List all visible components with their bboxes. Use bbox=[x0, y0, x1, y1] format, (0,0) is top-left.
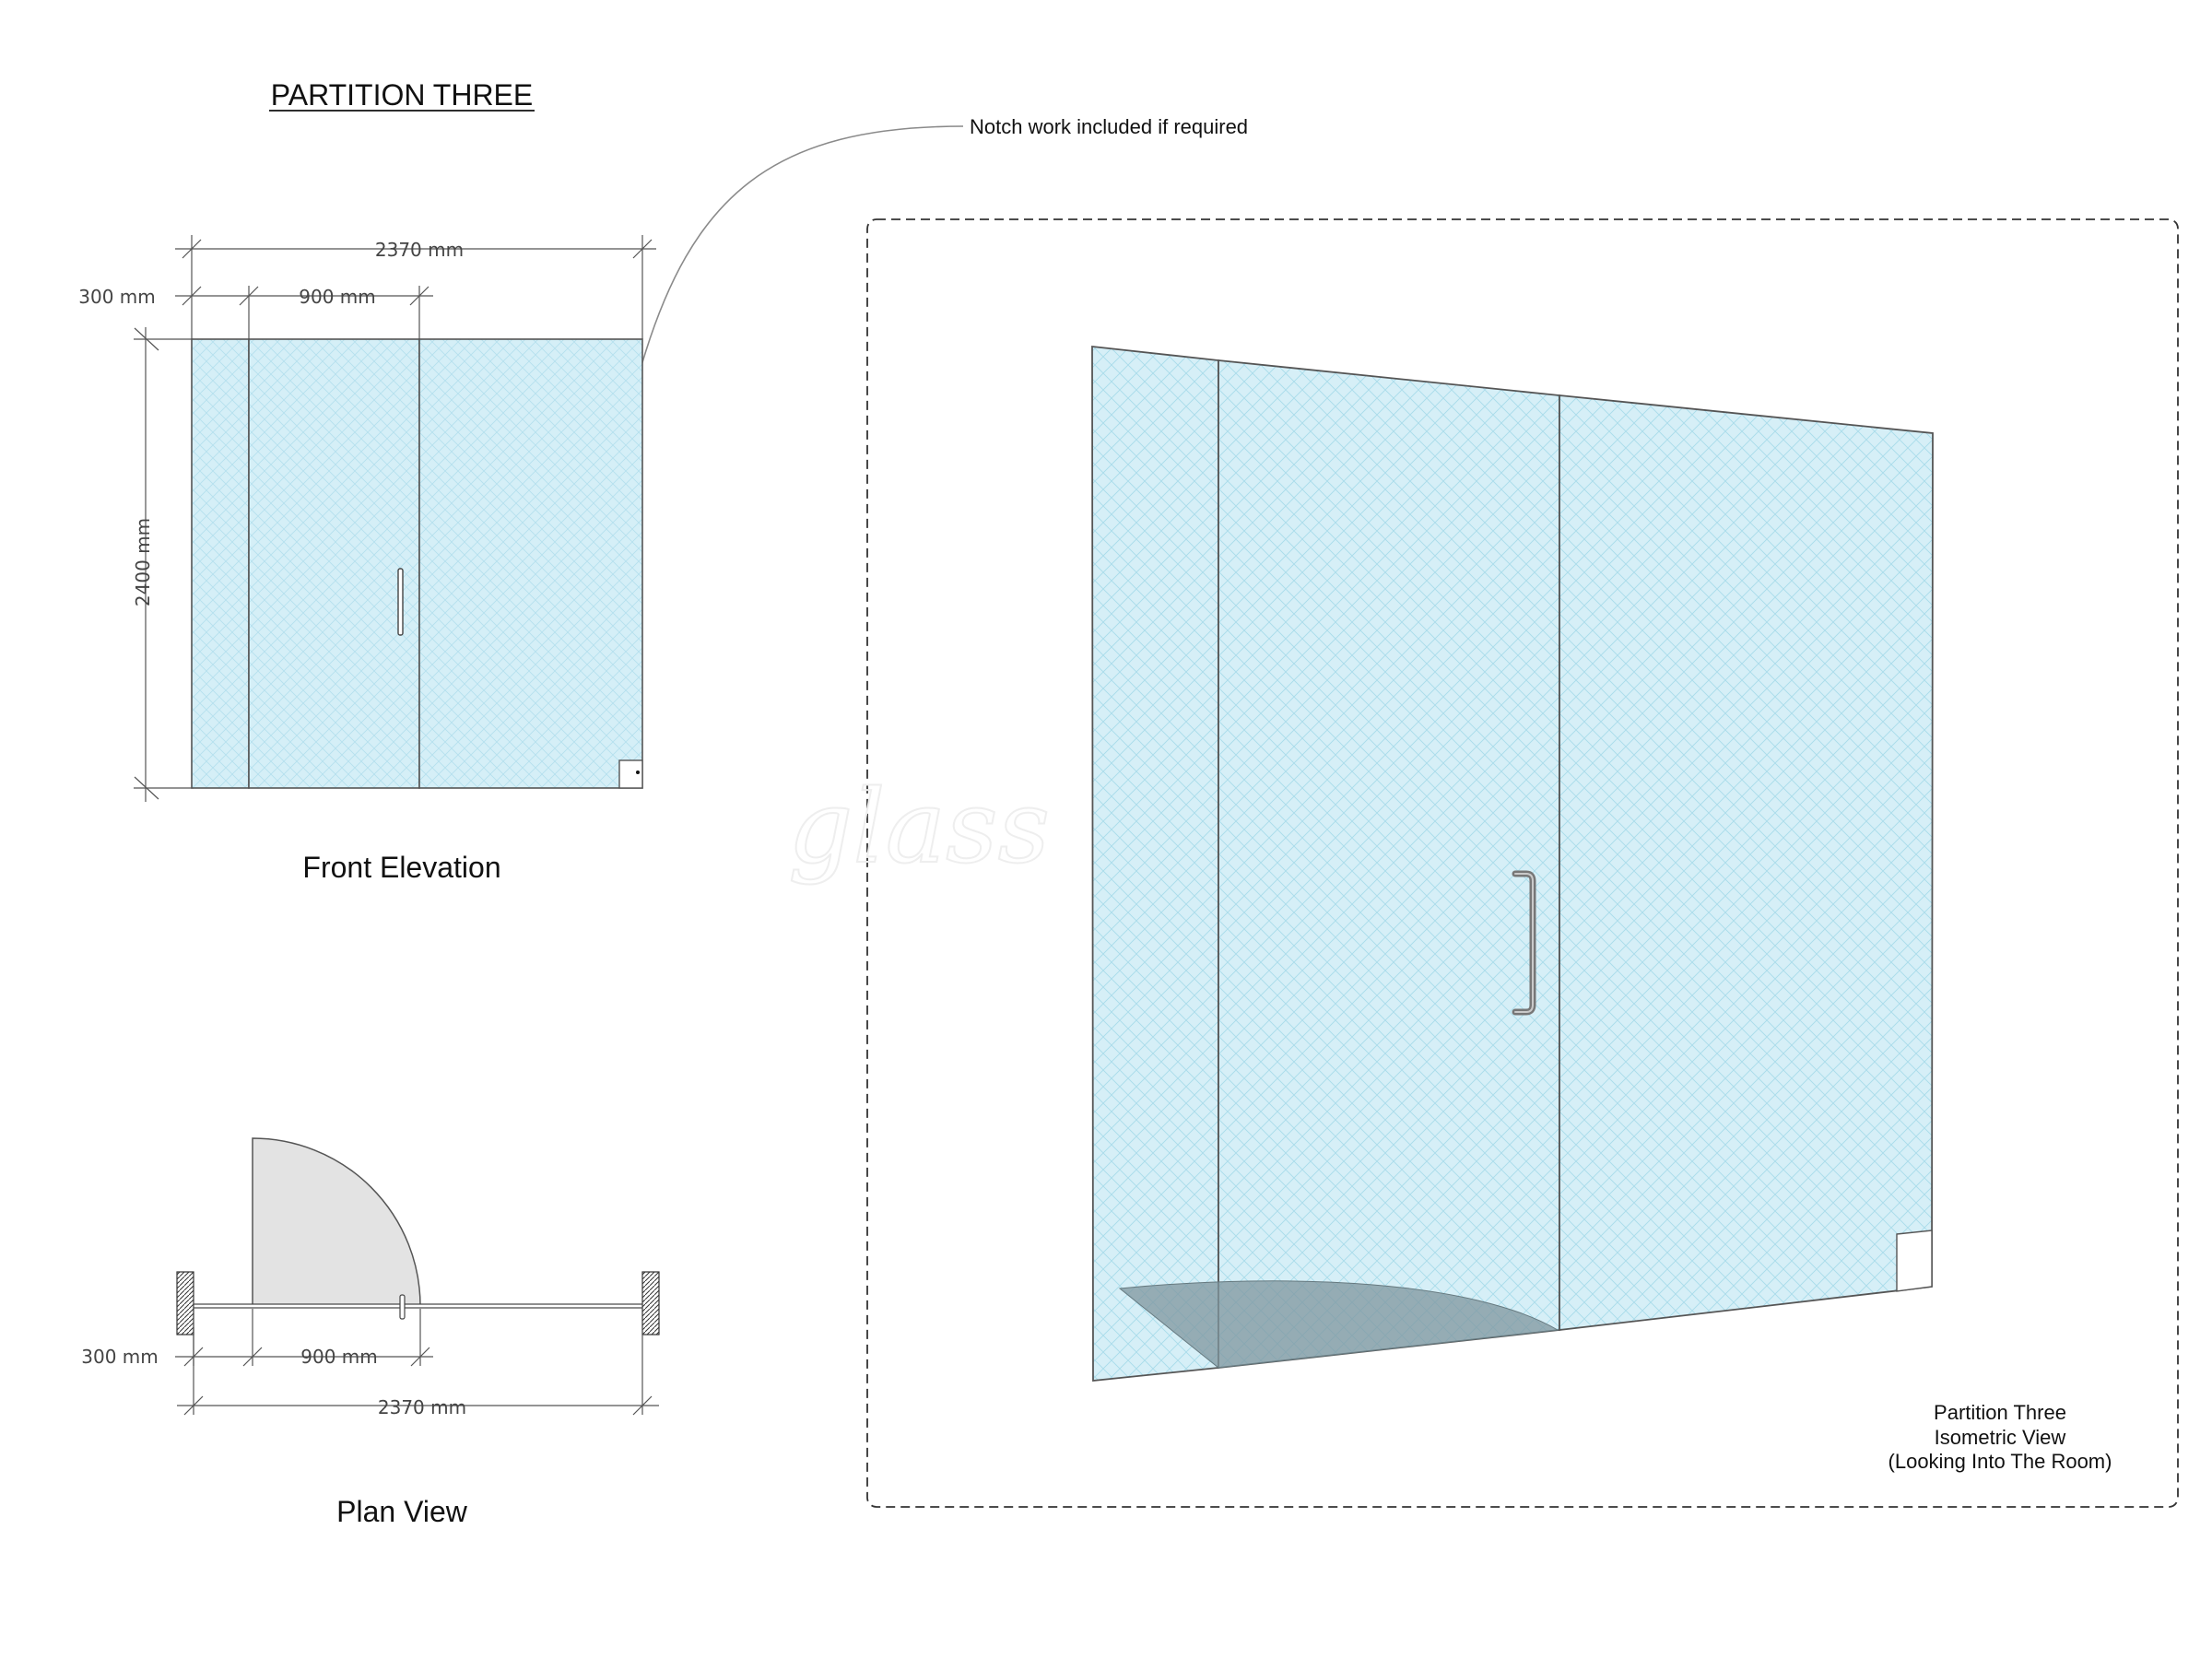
elevation-notch bbox=[618, 759, 643, 789]
iso-fixed-panel bbox=[1559, 394, 1934, 1332]
notch-note: Notch work included if required bbox=[970, 115, 1248, 138]
elevation-door-panel bbox=[248, 338, 420, 789]
elevation-door-handle bbox=[397, 568, 404, 636]
elevation-height-dim: 2400 mm bbox=[132, 518, 154, 606]
plan-side-panel-dim: 300 mm bbox=[81, 1346, 159, 1368]
plan-glass-line bbox=[193, 1303, 643, 1309]
iso-door-handle-highlight bbox=[1514, 873, 1534, 1013]
elevation-door-dim: 900 mm bbox=[299, 286, 376, 308]
isometric-view: glass Partition Three Isometric View (Lo… bbox=[787, 218, 2179, 1508]
isometric-watermark: glass bbox=[788, 768, 1050, 886]
plan-width-dim: 2370 mm bbox=[378, 1396, 466, 1418]
page-title: PARTITION THREE bbox=[271, 78, 533, 112]
iso-floor-swing bbox=[1118, 1280, 1559, 1369]
plan-view-label: Plan View bbox=[336, 1495, 468, 1528]
elevation-width-dim: 2370 mm bbox=[375, 239, 464, 261]
iso-notch bbox=[1896, 1230, 1933, 1292]
iso-caption-line1: Partition Three bbox=[1934, 1401, 2066, 1424]
elevation-fixed-panel bbox=[418, 338, 643, 789]
elevation-side-panel-dim: 300 mm bbox=[78, 286, 156, 308]
plan-door-swing bbox=[252, 1137, 421, 1307]
front-elevation: 2370 mm 300 mm 900 mm 2400 mm Front Elev… bbox=[78, 235, 656, 884]
plan-wall-left bbox=[176, 1271, 194, 1335]
plan-view: 300 mm 900 mm 2370 mm Plan View bbox=[81, 1137, 660, 1528]
front-elevation-label: Front Elevation bbox=[302, 851, 500, 884]
iso-door-panel bbox=[1218, 359, 1560, 1370]
isometric-frame bbox=[866, 218, 2179, 1508]
plan-handle bbox=[399, 1294, 406, 1320]
notch-leader-line bbox=[632, 125, 964, 773]
iso-side-panel bbox=[1091, 345, 1219, 1382]
iso-caption-line2: Isometric View bbox=[1935, 1426, 2066, 1449]
plan-door-dim: 900 mm bbox=[300, 1346, 378, 1368]
elevation-side-panel bbox=[191, 338, 250, 789]
plan-wall-right bbox=[641, 1271, 660, 1335]
elevation-notch-dot bbox=[636, 771, 640, 774]
iso-caption-line3: (Looking Into The Room) bbox=[1888, 1450, 2112, 1473]
